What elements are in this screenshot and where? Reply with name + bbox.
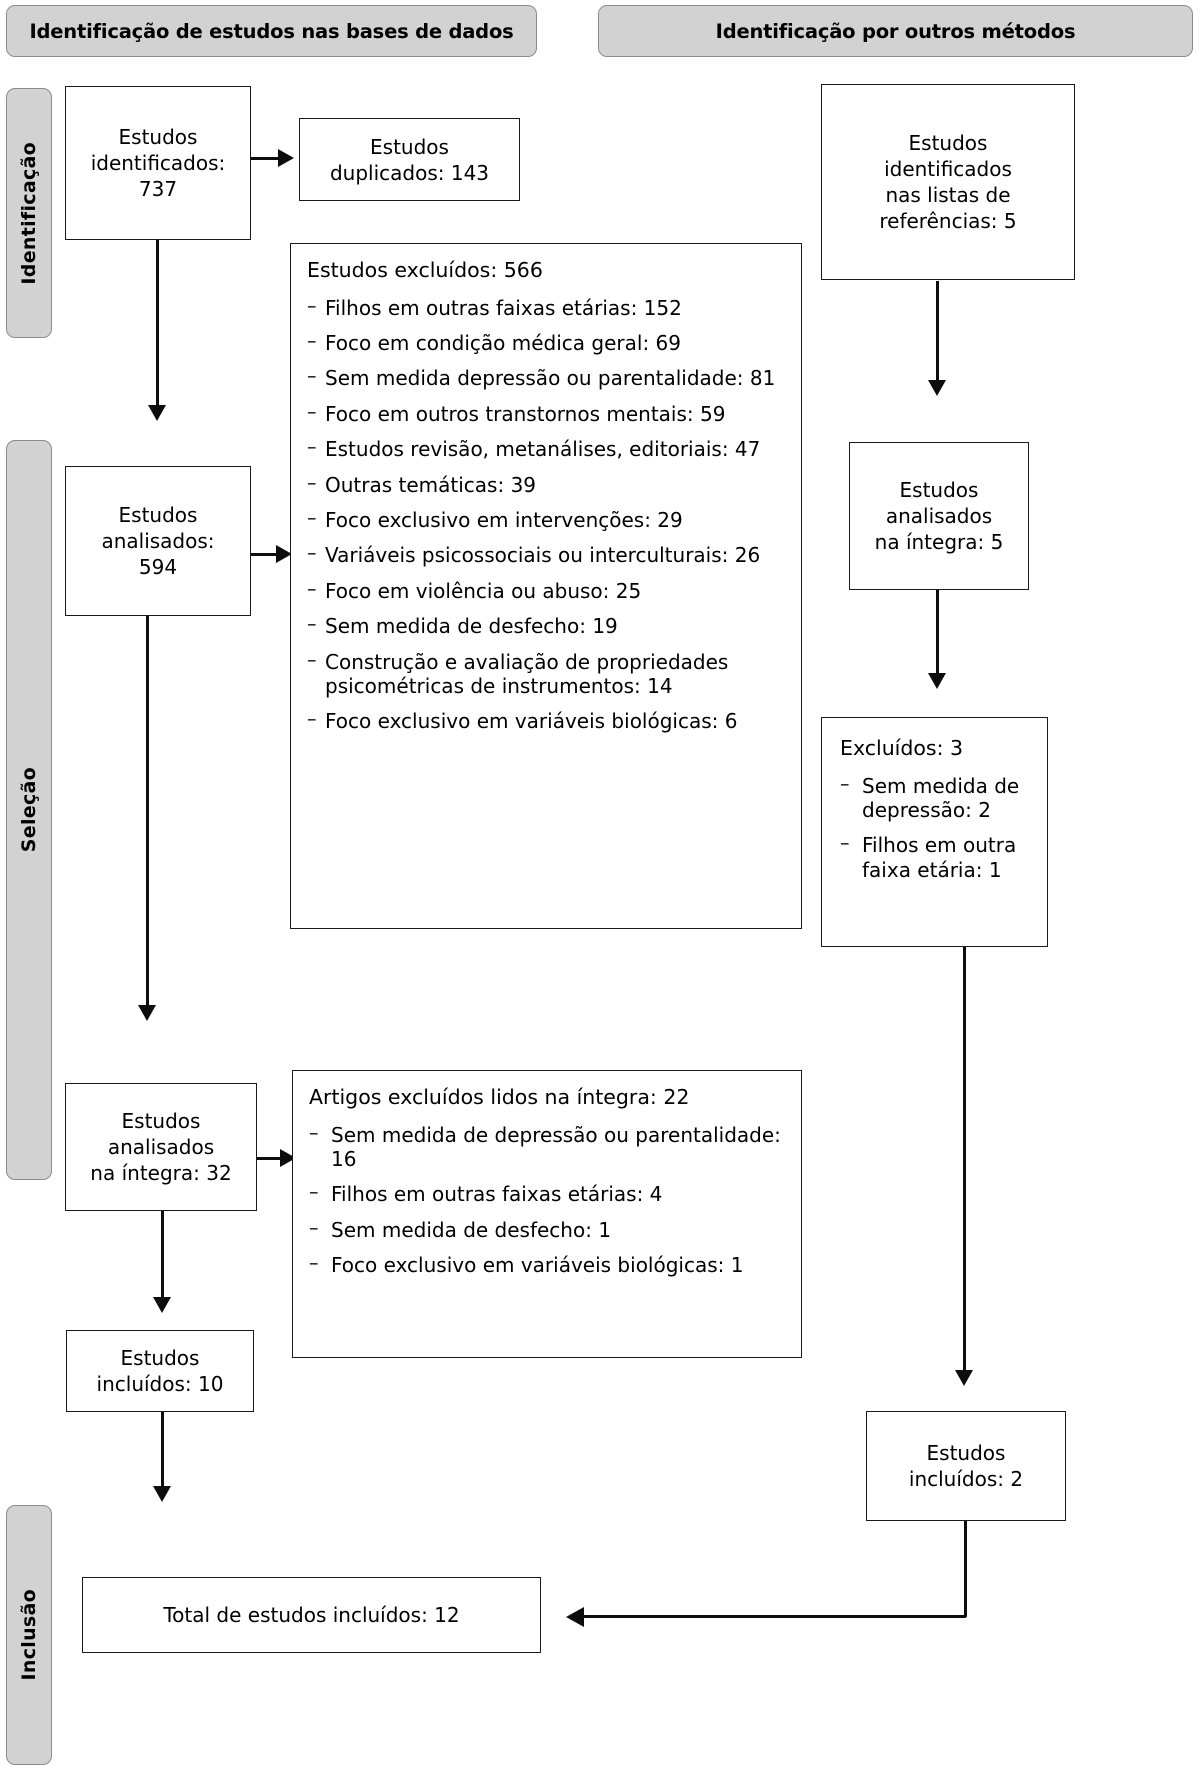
box-fulltext-excluded-left-title: Artigos excluídos lidos na íntegra: 22 [309,1085,690,1109]
arrow-included-to-total-head [153,1486,171,1502]
arrow-identified-to-duplicates-line [251,157,281,160]
list-item: Filhos em outras faixas etárias: 4 [309,1181,787,1206]
header-banner-databases: Identificação de estudos nas bases de da… [6,5,537,57]
arrow-fulltext-right-to-excluded-line [936,590,939,682]
list-item: Sem medida de depressão ou parentalidade… [309,1122,787,1172]
list-item: Filhos em outras faixas etárias: 152 [307,295,787,320]
arrow-screened-to-excluded-head [276,545,292,563]
stage-label-selection: Seleção [6,440,52,1180]
fulltext-excluded-reason-list: Sem medida de depressão ou parentalidade… [309,1122,787,1278]
box-fulltext-assessed-left: Estudos analisados na íntegra: 32 [65,1083,257,1211]
box-fulltext-assessed-left-label: Estudos analisados na íntegra: 32 [90,1109,232,1185]
arrow-fulltext-to-included-head [153,1297,171,1313]
list-item: Filhos em outra faixa etária: 1 [840,832,1033,882]
arrow-included-right-to-total-vline [964,1521,967,1617]
arrow-included-to-total-line [161,1412,164,1496]
arrow-screened-to-excluded-line [251,553,281,556]
box-studies-included-left: Estudos incluídos: 10 [66,1330,254,1412]
box-fulltext-assessed-right-label: Estudos analisados na íntegra: 5 [874,478,1004,554]
arrow-included-right-to-total-head [566,1607,584,1627]
list-item: Foco em condição médica geral: 69 [307,330,787,355]
box-fulltext-excluded-right-title: Excluídos: 3 [840,736,964,760]
box-total-included-label: Total de estudos incluídos: 12 [163,1603,460,1627]
arrow-fulltext-right-to-excluded-head [928,673,946,689]
header-banner-other-methods: Identificação por outros métodos [598,5,1193,57]
box-studies-included-right-label: Estudos incluídos: 2 [908,1441,1024,1491]
stage-label-identification: Identificação [6,88,52,338]
stage-label-inclusion-text: Inclusão [18,1589,40,1681]
box-records-identified-references-label: Estudos identificados nas listas de refe… [879,131,1017,233]
list-item: Sem medida de depressão: 2 [840,773,1033,823]
list-item: Foco exclusivo em variáveis biológicas: … [309,1252,787,1277]
list-item: Foco exclusivo em intervenções: 29 [307,507,787,532]
arrow-excluded-right-to-included-line [963,947,966,1379]
stage-label-selection-text: Seleção [18,767,40,853]
box-records-screened: Estudos analisados: 594 [65,466,251,616]
arrow-included-right-to-total-hline [580,1615,966,1618]
records-excluded-reason-list: Filhos em outras faixas etárias: 152 Foc… [307,295,787,734]
box-fulltext-excluded-right: Excluídos: 3 Sem medida de depressão: 2 … [821,717,1048,947]
box-records-excluded: Estudos excluídos: 566 Filhos em outras … [290,243,802,929]
box-fulltext-excluded-left: Artigos excluídos lidos na íntegra: 22 S… [292,1070,802,1358]
list-item: Foco exclusivo em variáveis biológicas: … [307,708,787,733]
box-records-identified: Estudos identificados: 737 [65,86,251,240]
list-item: Outras temáticas: 39 [307,472,787,497]
box-total-included: Total de estudos incluídos: 12 [82,1577,541,1653]
box-records-excluded-title: Estudos excluídos: 566 [307,258,543,282]
list-item: Variáveis psicossociais ou interculturai… [307,542,787,567]
list-item: Foco em violência ou abuso: 25 [307,578,787,603]
box-duplicates-removed-label: Estudos duplicados: 143 [329,134,490,185]
box-duplicates-removed: Estudos duplicados: 143 [299,118,520,201]
box-records-identified-references: Estudos identificados nas listas de refe… [821,84,1075,280]
arrow-refs-to-fulltext-head [928,380,946,396]
stage-label-identification-text: Identificação [18,141,40,285]
list-item: Construção e avaliação de propriedades p… [307,649,787,699]
box-studies-included-right: Estudos incluídos: 2 [866,1411,1066,1521]
box-studies-included-left-label: Estudos incluídos: 10 [96,1346,224,1396]
arrow-identified-to-duplicates-head [278,149,294,167]
arrow-identified-to-screened-line [156,240,159,413]
box-records-screened-label: Estudos analisados: 594 [101,503,215,579]
arrow-refs-to-fulltext-line [936,281,939,389]
arrow-fulltext-to-included-line [161,1211,164,1307]
list-item: Foco em outros transtornos mentais: 59 [307,401,787,426]
arrow-screened-to-fulltext-line [146,616,149,1014]
list-item: Sem medida de desfecho: 1 [309,1217,787,1242]
arrow-excluded-right-to-included-head [955,1370,973,1386]
list-item: Sem medida depressão ou parentalidade: 8… [307,365,787,390]
list-item: Sem medida de desfecho: 19 [307,613,787,638]
arrow-fulltext-to-excluded-line [257,1157,285,1160]
box-records-identified-label: Estudos identificados: 737 [90,125,226,201]
stage-label-inclusion: Inclusão [6,1505,52,1765]
fulltext-excluded-right-reason-list: Sem medida de depressão: 2 Filhos em out… [840,773,1033,883]
header-banner-databases-label: Identificação de estudos nas bases de da… [29,19,514,43]
list-item: Estudos revisão, metanálises, editoriais… [307,436,787,461]
box-fulltext-assessed-right: Estudos analisados na íntegra: 5 [849,442,1029,590]
arrow-screened-to-fulltext-head [138,1005,156,1021]
arrow-identified-to-screened-head [148,405,166,421]
header-banner-other-methods-label: Identificação por outros métodos [715,19,1076,43]
